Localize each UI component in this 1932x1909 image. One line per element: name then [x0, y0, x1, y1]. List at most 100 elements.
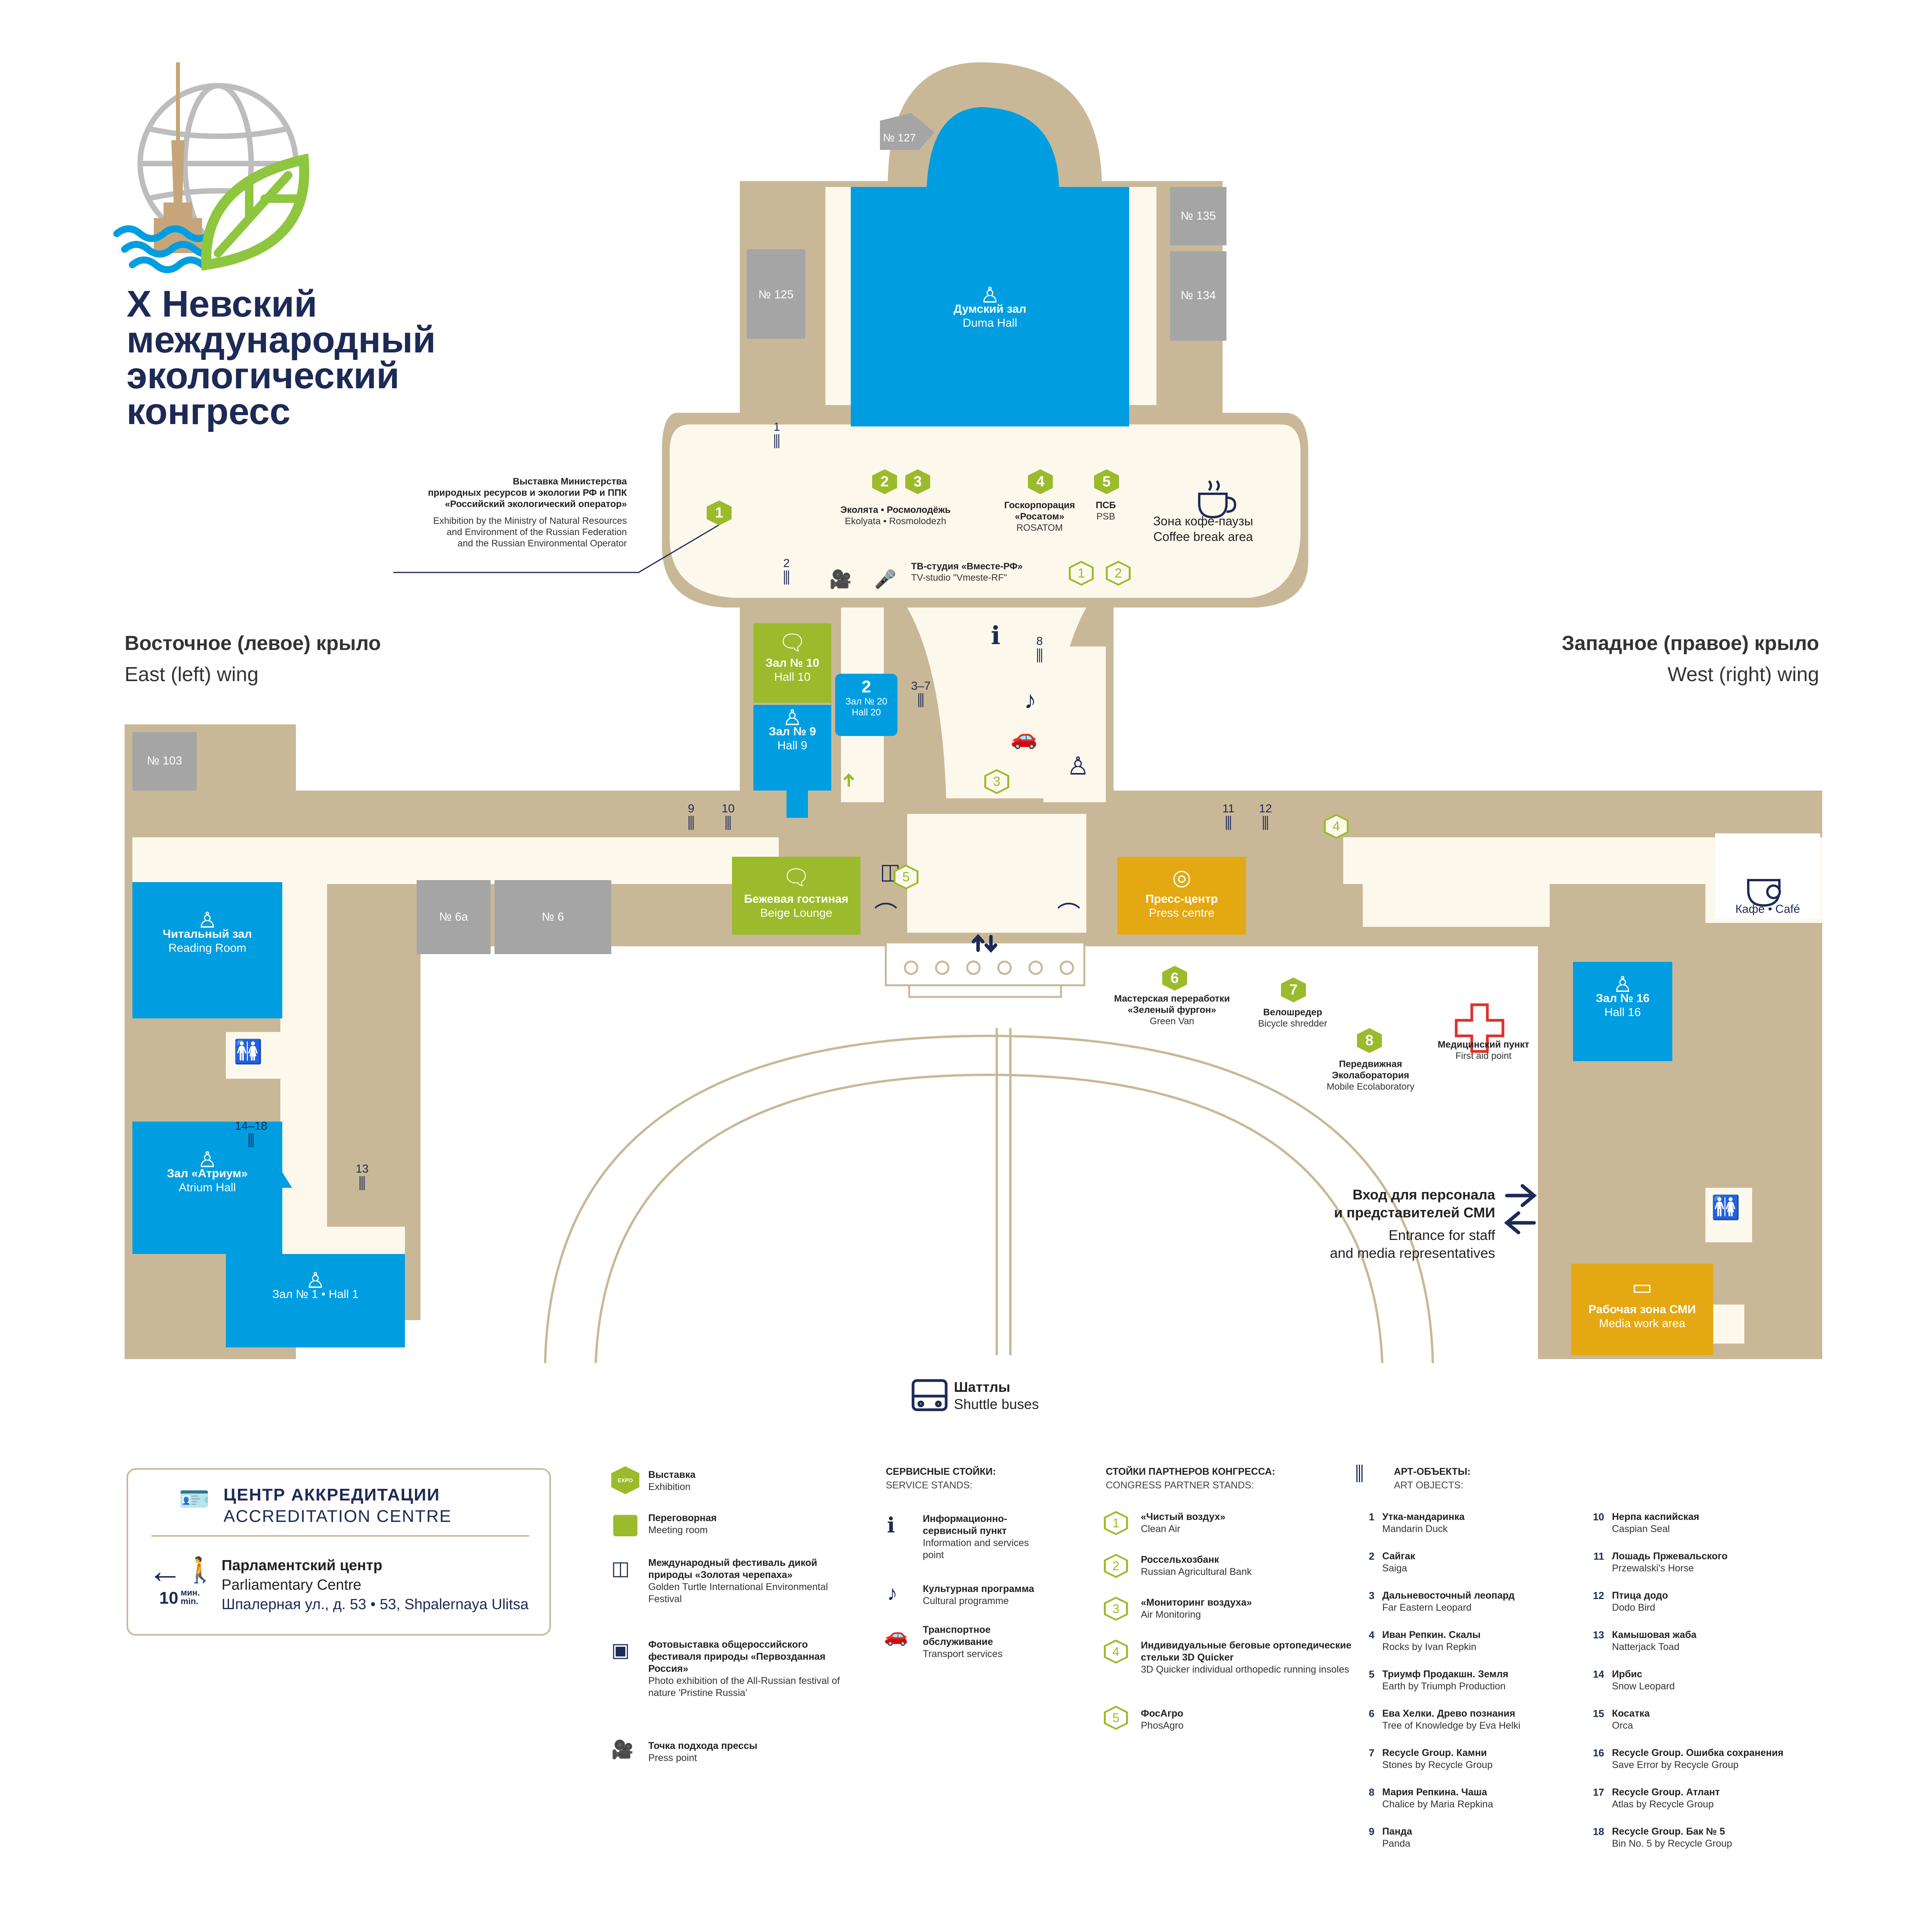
art-object-marker[interactable]: 9⫼ [679, 802, 703, 831]
partner-en: Air Monitoring [1141, 1609, 1201, 1620]
culture-program-icon: ♪ [1024, 686, 1036, 714]
staff-en-1: Entrance for staff [1388, 1227, 1495, 1243]
art-object-ru: Нерпа каспийская [1612, 1511, 1700, 1522]
cloakroom-icon: ⌒ [874, 902, 897, 928]
art-object-ru: Камышовая жаба [1612, 1629, 1697, 1640]
expo-stand-marker[interactable]: 4 [1028, 469, 1053, 494]
partner-en: PhosAgro [1141, 1720, 1184, 1731]
art-object-en: Caspian Seal [1612, 1523, 1670, 1534]
hall-20-label[interactable]: 2 Зал № 20 Hall 20 [835, 678, 897, 718]
partner-stand-marker[interactable]: 2 [1106, 561, 1131, 586]
art-mark-number: 10 [721, 802, 735, 815]
hall-1-label[interactable]: ♙ Зал № 1 • Hall 1 [226, 1268, 405, 1301]
van-ru-1: Мастерская переработки [1114, 993, 1230, 1004]
partner-en: Russian Agricultural Bank [1141, 1566, 1252, 1577]
cafe-label[interactable]: Кафе • Café [1735, 903, 1800, 916]
hall-10-label[interactable]: 🗨 Зал № 10 Hall 10 [753, 629, 831, 684]
van-en: Green Van [1149, 1016, 1195, 1027]
rosatom-en: ROSATOM [1016, 523, 1063, 533]
column-icon: ⫼ [917, 692, 925, 709]
hall-10-en: Hall 10 [774, 671, 811, 683]
reading-room-label[interactable]: ♙ Читальный зал Reading Room [132, 909, 282, 955]
bicycle-shredder-note: Велошредер Bicycle shredder [1246, 1007, 1339, 1029]
art-object-marker[interactable]: 2⫼ [775, 557, 798, 586]
partner-stand-marker[interactable]: 5 [894, 865, 918, 889]
culture-program-icon: ♪ [887, 1581, 897, 1605]
art-object-en: Dodo Bird [1612, 1602, 1656, 1613]
expo-stand-marker[interactable]: 8 [1357, 1028, 1382, 1053]
laptop-icon: ▭ [1632, 1275, 1652, 1299]
parliamentary-centre-en: Parliamentary Centre [222, 1577, 362, 1593]
art-object-marker[interactable]: 13⫼ [350, 1162, 374, 1191]
atrium-hall-label[interactable]: ♙ Зал «Атриум» Atrium Hall [132, 1147, 282, 1195]
art-object-ru: Утка-мандаринка [1382, 1511, 1465, 1522]
art-object-en: Far Eastern Leopard [1382, 1602, 1472, 1613]
art-object-number: 8 [1369, 1786, 1374, 1798]
tv-studio-ru: ТВ-студия «Вместе-РФ» [911, 561, 1023, 572]
partner-stand-marker[interactable]: 3 [984, 769, 1009, 794]
legend-type-ru: Международный фестиваль дикой природы «З… [648, 1557, 817, 1580]
art-mark-number: 11 [1222, 802, 1235, 815]
legend-type-ru: Фотовыставка общероссийского фестиваля п… [648, 1639, 826, 1674]
coffee-en: Coffee break area [1153, 530, 1253, 544]
beige-lounge-label[interactable]: 🗨 Бежевая гостиная Beige Lounge [732, 863, 860, 920]
expo-stand-marker[interactable]: 6 [1162, 966, 1187, 991]
press-centre-label[interactable]: ◎ Пресс-центр Press centre [1117, 863, 1246, 920]
psb-ru: ПСБ [1096, 500, 1116, 511]
west-wing-label-ru: Западное (правое) крыло [1562, 632, 1819, 655]
art-object-number: 11 [1593, 1550, 1605, 1562]
partner-stand-marker[interactable]: 1 [1069, 561, 1094, 586]
art-object-marker[interactable]: 12⫼ [1254, 802, 1277, 831]
expo-stand-marker[interactable]: 7 [1281, 977, 1306, 1002]
duma-hall-ru: Думский зал [953, 303, 1026, 315]
art-object-marker[interactable]: 3–7⫼ [903, 680, 938, 708]
art-object-marker[interactable]: 14–18⫼ [234, 1120, 269, 1148]
art-mark-number: 9 [688, 802, 695, 815]
media-area-label[interactable]: ▭ Рабочая зона СМИ Media work area [1571, 1271, 1713, 1331]
meeting-room-icon: 🗨 [778, 630, 806, 655]
art-object-ru: Ева Хелки. Древо познания [1382, 1708, 1515, 1719]
meeting-room-icon: 🗨 [782, 865, 810, 889]
expo-stand-marker[interactable]: 2 [872, 469, 897, 494]
art-objects-title-en: ART OBJECTS: [1394, 1480, 1464, 1491]
speaker-icon: ♙ [197, 1147, 217, 1172]
shuttle-en: Shuttle buses [954, 1396, 1039, 1412]
art-object-en: Save Error by Recycle Group [1612, 1759, 1739, 1770]
legend-type-en: Golden Turtle International Environmenta… [648, 1581, 828, 1604]
art-object-en: Orca [1612, 1720, 1633, 1731]
partner-en: 3D Quicker individual orthopedic running… [1141, 1664, 1350, 1675]
hall-16-label[interactable]: ♙ Зал № 16 Hall 16 [1573, 974, 1672, 1020]
art-object-marker[interactable]: 1⫼ [765, 421, 788, 449]
art-object-en: Rocks by Ivan Repkin [1382, 1641, 1476, 1652]
speaker-icon: ♙ [305, 1268, 326, 1293]
column-icon: ⫼ [687, 815, 695, 832]
art-mark-number: 12 [1259, 802, 1272, 815]
art-mark-number: 8 [1036, 635, 1043, 648]
art-object-number: 12 [1593, 1590, 1604, 1601]
speaker-icon: ♙ [1067, 752, 1089, 780]
congress-title-line1: X Невский [127, 283, 317, 325]
lab-ru-2: Эколаборатория [1332, 1070, 1409, 1081]
expo-stand-marker[interactable]: 5 [1094, 469, 1119, 494]
service-stands-title-ru: СЕРВИСНЫЕ СТОЙКИ: [886, 1466, 996, 1477]
walking-icon: 🚶 [185, 1556, 216, 1584]
min-label-en: min. [181, 1596, 199, 1606]
art-object-number: 18 [1593, 1826, 1604, 1837]
shuttle-note: Шаттлы Shuttle buses [954, 1379, 1039, 1413]
art-object-number: 1 [1369, 1511, 1374, 1523]
art-object-marker[interactable]: 11⫼ [1217, 802, 1240, 831]
expo-stand-marker[interactable]: 3 [905, 469, 930, 494]
partner-stand-marker[interactable]: 4 [1324, 814, 1349, 839]
art-object-marker[interactable]: 8⫼ [1028, 635, 1051, 664]
art-object-marker[interactable]: 10⫼ [716, 802, 740, 831]
duma-hall-label[interactable]: ♙ Думский зал Duma Hall [851, 284, 1129, 330]
partner-number: 2 [1106, 1556, 1126, 1576]
room-125-label: № 125 [758, 288, 794, 301]
art-mark-number: 14–18 [235, 1120, 267, 1132]
hall-9-label[interactable]: ♙ Зал № 9 Hall 9 [753, 707, 831, 753]
partner-ru: ФосАгро [1141, 1708, 1184, 1719]
service-stands-title-en: SERVICE STANDS: [886, 1480, 973, 1491]
